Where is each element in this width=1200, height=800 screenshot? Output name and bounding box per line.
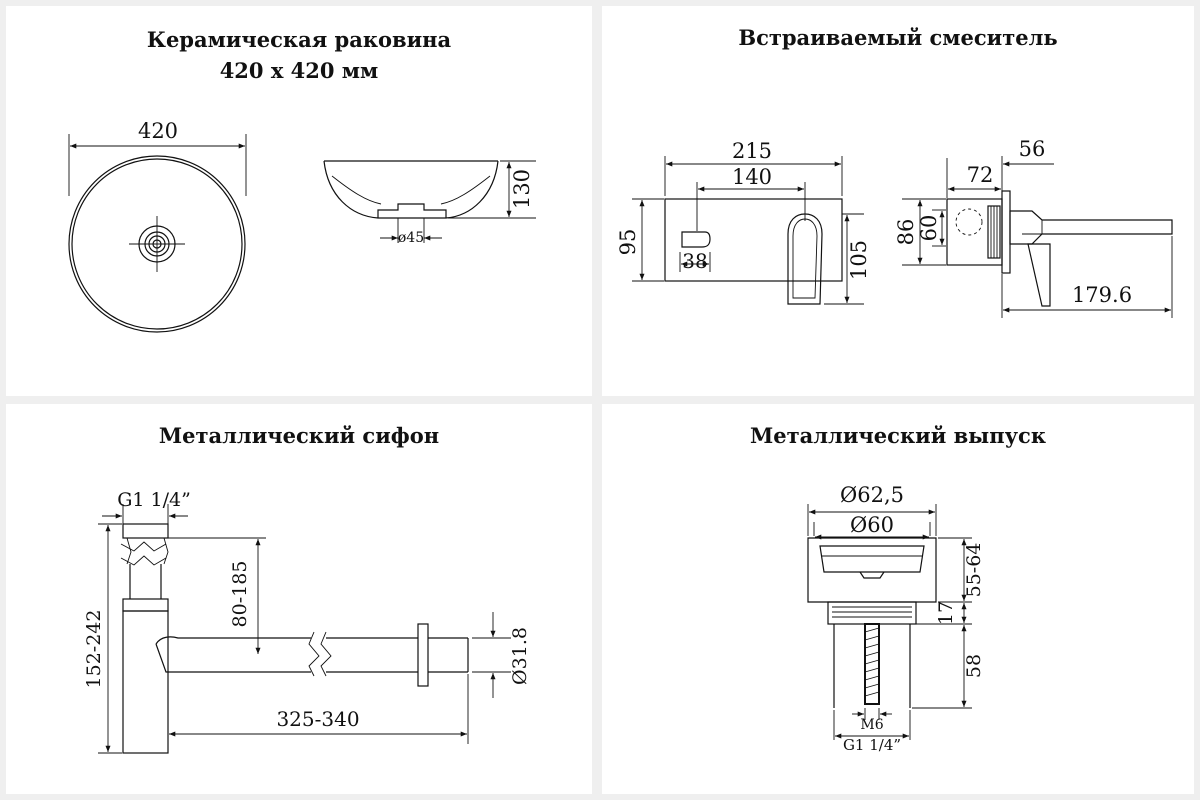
sink-title-line2: 420 x 420 мм <box>219 58 379 83</box>
siphon-drawing-body: G1 1/4” 80-1 <box>83 489 531 754</box>
drain-flange-label: 17 <box>935 601 957 625</box>
sink-width-label: 420 <box>138 119 178 143</box>
drain-drawing-body: Ø62,5 Ø60 M6 <box>807 483 985 754</box>
drain-inner-dia-label: Ø60 <box>850 513 894 537</box>
siphon-title: Металлический сифон <box>158 423 440 448</box>
drain-body-label: 58 <box>963 654 985 678</box>
mixer-front-view: 215 140 38 95 105 <box>616 139 871 305</box>
mixer-reach-label: 179.6 <box>1072 283 1132 307</box>
sink-panel: Керамическая раковина 420 x 420 мм 420 <box>6 6 592 396</box>
siphon-pipe-dia-label: Ø31.8 <box>509 627 531 685</box>
mixer-drawing: 215 140 38 95 105 56 <box>616 137 1173 318</box>
mixer-spout-height-label: 105 <box>847 240 871 280</box>
drain-title: Металлический выпуск <box>750 423 1046 448</box>
sink-title-line1: Керамическая раковина <box>146 27 452 52</box>
sink-height-label: 130 <box>510 169 534 209</box>
mixer-span-label: 140 <box>732 165 772 189</box>
siphon-panel: Металлический сифон G1 1/4” <box>6 404 592 794</box>
mixer-side-h1-label: 86 <box>894 219 918 246</box>
sink-title: Керамическая раковина 420 x 420 мм <box>6 24 592 86</box>
mixer-width-label: 215 <box>732 139 772 163</box>
mixer-depth-label: 56 <box>1019 137 1046 161</box>
mixer-panel: Встраиваемый смеситель 215 140 38 <box>602 6 1194 396</box>
drain-bolt-label: M6 <box>860 717 883 733</box>
drain-thread-label: G1 1/4” <box>843 736 901 754</box>
mixer-body-label: 72 <box>967 163 994 187</box>
mixer-height-label: 95 <box>616 229 640 256</box>
siphon-thread-label: G1 1/4” <box>117 489 191 511</box>
sink-drain-label: ø45 <box>398 230 424 246</box>
siphon-drawing: G1 1/4” 80-1 <box>83 489 531 754</box>
mixer-side-view: 56 72 86 60 179.6 <box>894 137 1173 318</box>
mixer-title: Встраиваемый смеситель <box>738 25 1058 50</box>
sink-drawing: 420 ø45 130 <box>68 119 536 333</box>
siphon-total-label: 152-242 <box>83 610 105 689</box>
siphon-height-label: 80-185 <box>229 561 251 628</box>
drain-outer-dia-label: Ø62,5 <box>840 483 904 507</box>
drain-panel: Металлический выпуск Ø62,5 Ø60 <box>602 404 1194 794</box>
drain-height-label: 55-64 <box>963 543 985 598</box>
siphon-length-label: 325-340 <box>276 707 359 731</box>
sink-side-view: ø45 130 <box>323 160 536 246</box>
sink-top-view: 420 <box>68 119 247 333</box>
drain-drawing: Ø62,5 Ø60 M6 <box>807 483 985 754</box>
mixer-lever-label: 38 <box>682 249 707 273</box>
mixer-side-h2-label: 60 <box>917 215 941 242</box>
